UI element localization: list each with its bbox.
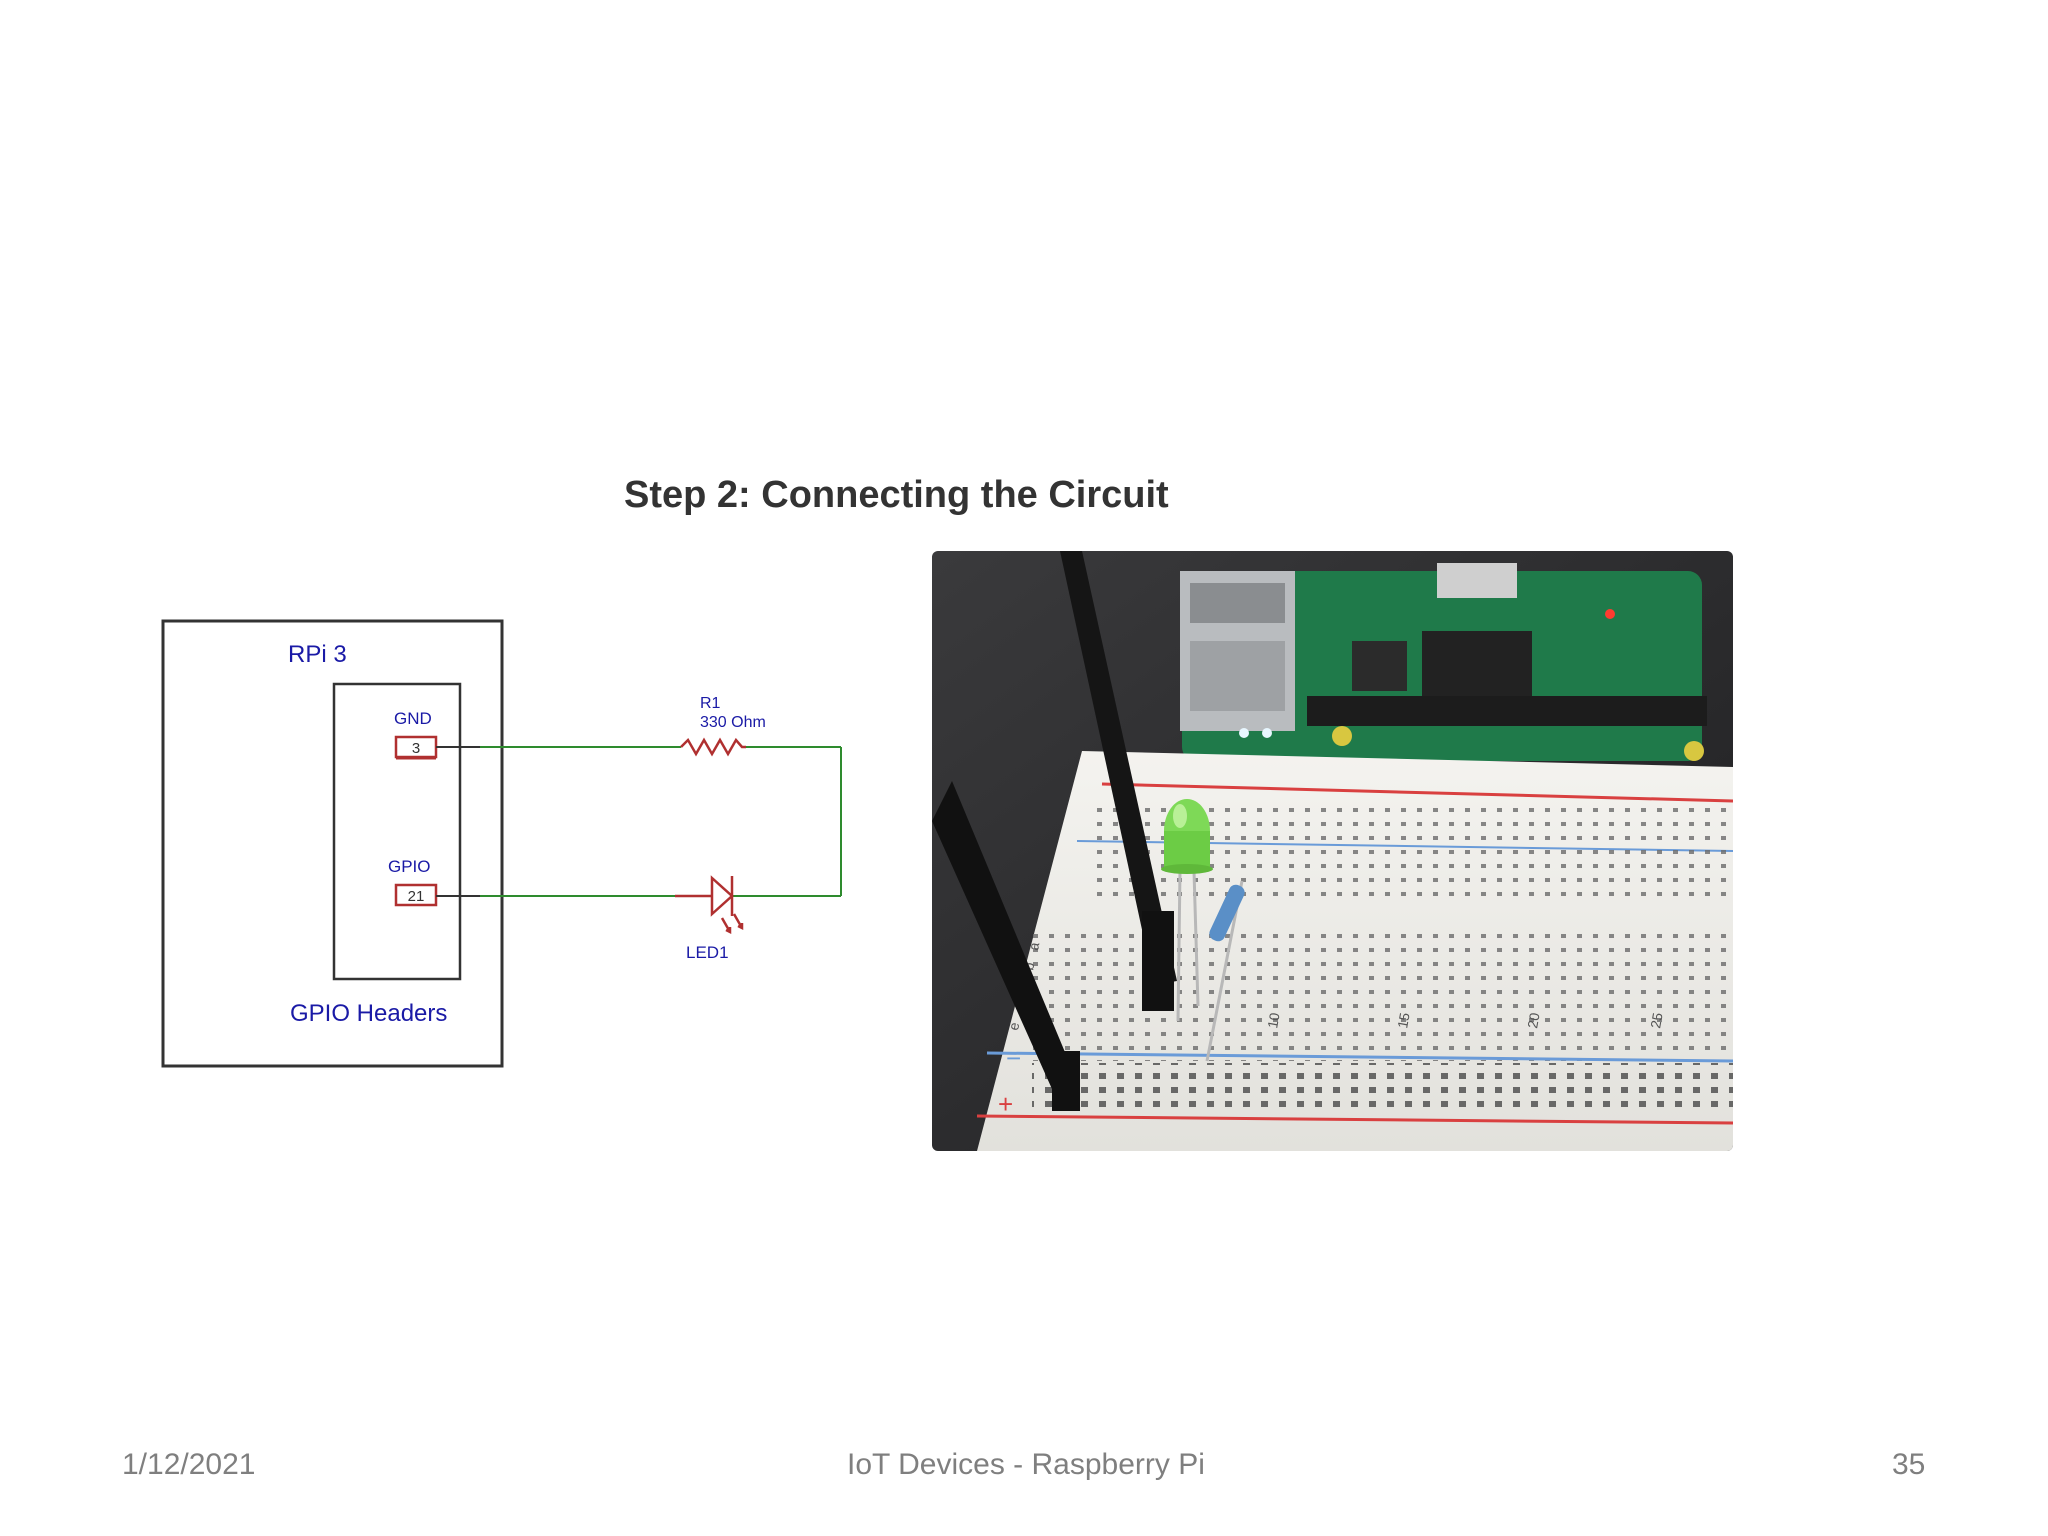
circuit-wires: [436, 746, 842, 897]
green-led: [1161, 799, 1213, 1022]
resistor-name: R1: [700, 695, 721, 712]
rail-minus-sign: −: [1006, 1043, 1021, 1073]
bb-number-25: 25: [1647, 1011, 1665, 1029]
footer-title: IoT Devices - Raspberry Pi: [847, 1448, 1205, 1481]
rpi-board-box: [161, 619, 504, 1068]
breadboard: − + 10 15 20 25 a b c d e: [976, 751, 1733, 1151]
bb-number-15: 15: [1394, 1011, 1412, 1029]
footer-page-number: 35: [1892, 1448, 1926, 1481]
footer-date: 1/12/2021: [122, 1448, 256, 1481]
led-symbol: [675, 875, 744, 935]
bb-letter-e: e: [1005, 1021, 1022, 1032]
resistor-value: 330 Ohm: [700, 714, 766, 731]
resistor-symbol: [680, 737, 746, 757]
gpio-pin-number: 21: [408, 888, 425, 905]
bb-letter-a: a: [1025, 941, 1042, 952]
circuit-photo: − + 10 15 20 25 a b c d e: [932, 551, 1733, 1151]
gnd-label: GND: [394, 709, 432, 728]
gpio-header-box: [332, 682, 462, 981]
led-name: LED1: [686, 943, 729, 962]
bb-number-20: 20: [1524, 1011, 1542, 1029]
rail-plus-sign: +: [998, 1089, 1013, 1119]
slide-heading: Step 2: Connecting the Circuit: [624, 474, 1169, 516]
gpio-label: GPIO: [388, 857, 431, 876]
raspberry-pi-board: [1180, 563, 1707, 761]
bb-number-10: 10: [1264, 1011, 1282, 1029]
gnd-pin-number: 3: [412, 740, 420, 757]
circuit-schematic: RPi 3 GPIO Headers GND 3 GPIO 21 R1 330 …: [161, 619, 842, 1068]
gpio-headers-label: GPIO Headers: [290, 1000, 447, 1027]
jumper-wires: [932, 551, 1177, 1111]
rpi-board-label: RPi 3: [288, 641, 347, 668]
resistor: [1205, 880, 1245, 1062]
